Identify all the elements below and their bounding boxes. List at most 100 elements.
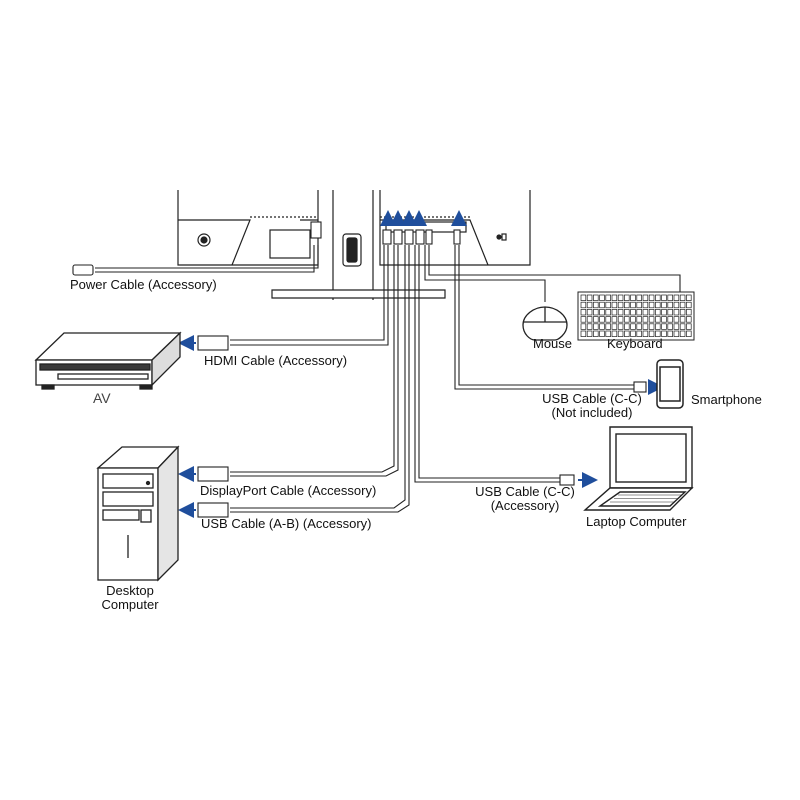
keyboard-key — [617, 294, 624, 301]
keyboard-key — [624, 316, 630, 323]
keyboard-key — [605, 330, 611, 337]
keyboard-key — [580, 309, 587, 316]
keyboard-key — [580, 330, 587, 337]
keyboard-key — [605, 309, 611, 316]
keyboard-key — [667, 294, 673, 301]
usb-cc-laptop-label: USB Cable (C-C) (Accessory) — [460, 485, 590, 513]
mouse-label: Mouse — [533, 336, 573, 351]
keyboard-key — [642, 323, 649, 330]
laptop-icon — [583, 426, 694, 511]
keyboard-key — [642, 316, 649, 323]
usb-cc-laptop-line2: (Accessory) — [490, 498, 560, 513]
keyboard-key — [605, 301, 611, 309]
keyboard-key — [636, 301, 642, 309]
keyboard-key — [642, 309, 649, 316]
keyboard-key — [630, 323, 636, 330]
keyboard-key — [667, 323, 673, 330]
cable-lines — [95, 245, 681, 513]
keyboard-key — [673, 309, 680, 316]
keyboard-key — [593, 330, 599, 337]
keyboard-key — [686, 294, 692, 301]
keyboard-key — [673, 316, 680, 323]
keyboard-key — [586, 330, 593, 337]
keyboard-key — [679, 316, 686, 323]
cable-connectors — [72, 221, 647, 518]
keyboard-key — [624, 323, 630, 330]
displayport-cable-label: DisplayPort Cable (Accessory) — [200, 483, 377, 498]
keyboard-key — [605, 323, 611, 330]
mouse-icon — [522, 306, 568, 341]
keyboard-key — [636, 330, 642, 337]
keyboard-key — [624, 294, 630, 301]
keyboard-key — [599, 330, 605, 337]
desktop-line2: Computer — [101, 597, 159, 612]
keyboard-key — [630, 330, 636, 337]
keyboard-key — [636, 323, 642, 330]
keyboard-key — [655, 294, 661, 301]
keyboard-key — [667, 309, 673, 316]
keyboard-key — [617, 330, 624, 337]
smartphone-icon — [656, 359, 684, 409]
keyboard-key — [655, 316, 661, 323]
keyboard-key — [593, 294, 599, 301]
keyboard-key — [599, 309, 605, 316]
keyboard-key — [630, 316, 636, 323]
laptop-label: Laptop Computer — [586, 514, 687, 529]
keyboard-key — [679, 294, 686, 301]
keyboard-key — [655, 309, 661, 316]
keyboard-key — [630, 294, 636, 301]
keyboard-key — [667, 330, 673, 337]
keyboard-key — [624, 309, 630, 316]
keyboard-key — [630, 301, 636, 309]
keyboard-key — [586, 316, 593, 323]
usb-cc-smartphone-line1: USB Cable (C-C) — [542, 391, 642, 406]
keyboard-key — [636, 316, 642, 323]
smartphone-label: Smartphone — [691, 392, 762, 407]
desktop-line1: Desktop — [106, 583, 154, 598]
keyboard-key — [648, 316, 655, 323]
keyboard-key — [655, 330, 661, 337]
keyboard-key — [686, 330, 692, 337]
keyboard-key — [648, 330, 655, 337]
desktop-label: Desktop Computer — [80, 584, 180, 612]
keyboard-key — [686, 316, 692, 323]
keyboard-key — [586, 294, 593, 301]
usb-ab-cable-label: USB Cable (A-B) (Accessory) — [201, 516, 372, 531]
keyboard-key — [599, 301, 605, 309]
keyboard-key — [611, 323, 618, 330]
monitor-rear-icon — [177, 190, 531, 300]
keyboard-key — [642, 330, 649, 337]
keyboard-key — [611, 330, 618, 337]
keyboard-key — [593, 316, 599, 323]
av-device-icon — [34, 331, 182, 390]
keyboard-key — [655, 323, 661, 330]
keyboard-key — [593, 309, 599, 316]
keyboard-key — [611, 316, 618, 323]
av-label: AV — [93, 390, 111, 406]
keyboard-icon — [577, 291, 695, 341]
keyboard-key — [586, 301, 593, 309]
keyboard-key — [611, 301, 618, 309]
keyboard-key — [673, 323, 680, 330]
keyboard-key — [580, 294, 587, 301]
keyboard-key — [679, 309, 686, 316]
keyboard-key — [661, 323, 667, 330]
keyboard-key — [599, 316, 605, 323]
keyboard-key — [586, 309, 593, 316]
keyboard-key — [611, 294, 618, 301]
usb-cc-smartphone-label: USB Cable (C-C) (Not included) — [532, 392, 652, 420]
keyboard-key — [648, 323, 655, 330]
keyboard-key — [624, 301, 630, 309]
keyboard-key — [661, 309, 667, 316]
usb-cc-smartphone-line2: (Not included) — [551, 405, 633, 420]
keyboard-key — [679, 323, 686, 330]
keyboard-key — [667, 316, 673, 323]
keyboard-key — [617, 301, 624, 309]
keyboard-key — [617, 323, 624, 330]
keyboard-key — [679, 330, 686, 337]
keyboard-key — [655, 301, 661, 309]
keyboard-key — [636, 294, 642, 301]
usb-cc-laptop-line1: USB Cable (C-C) — [475, 484, 575, 499]
keyboard-key — [686, 309, 692, 316]
